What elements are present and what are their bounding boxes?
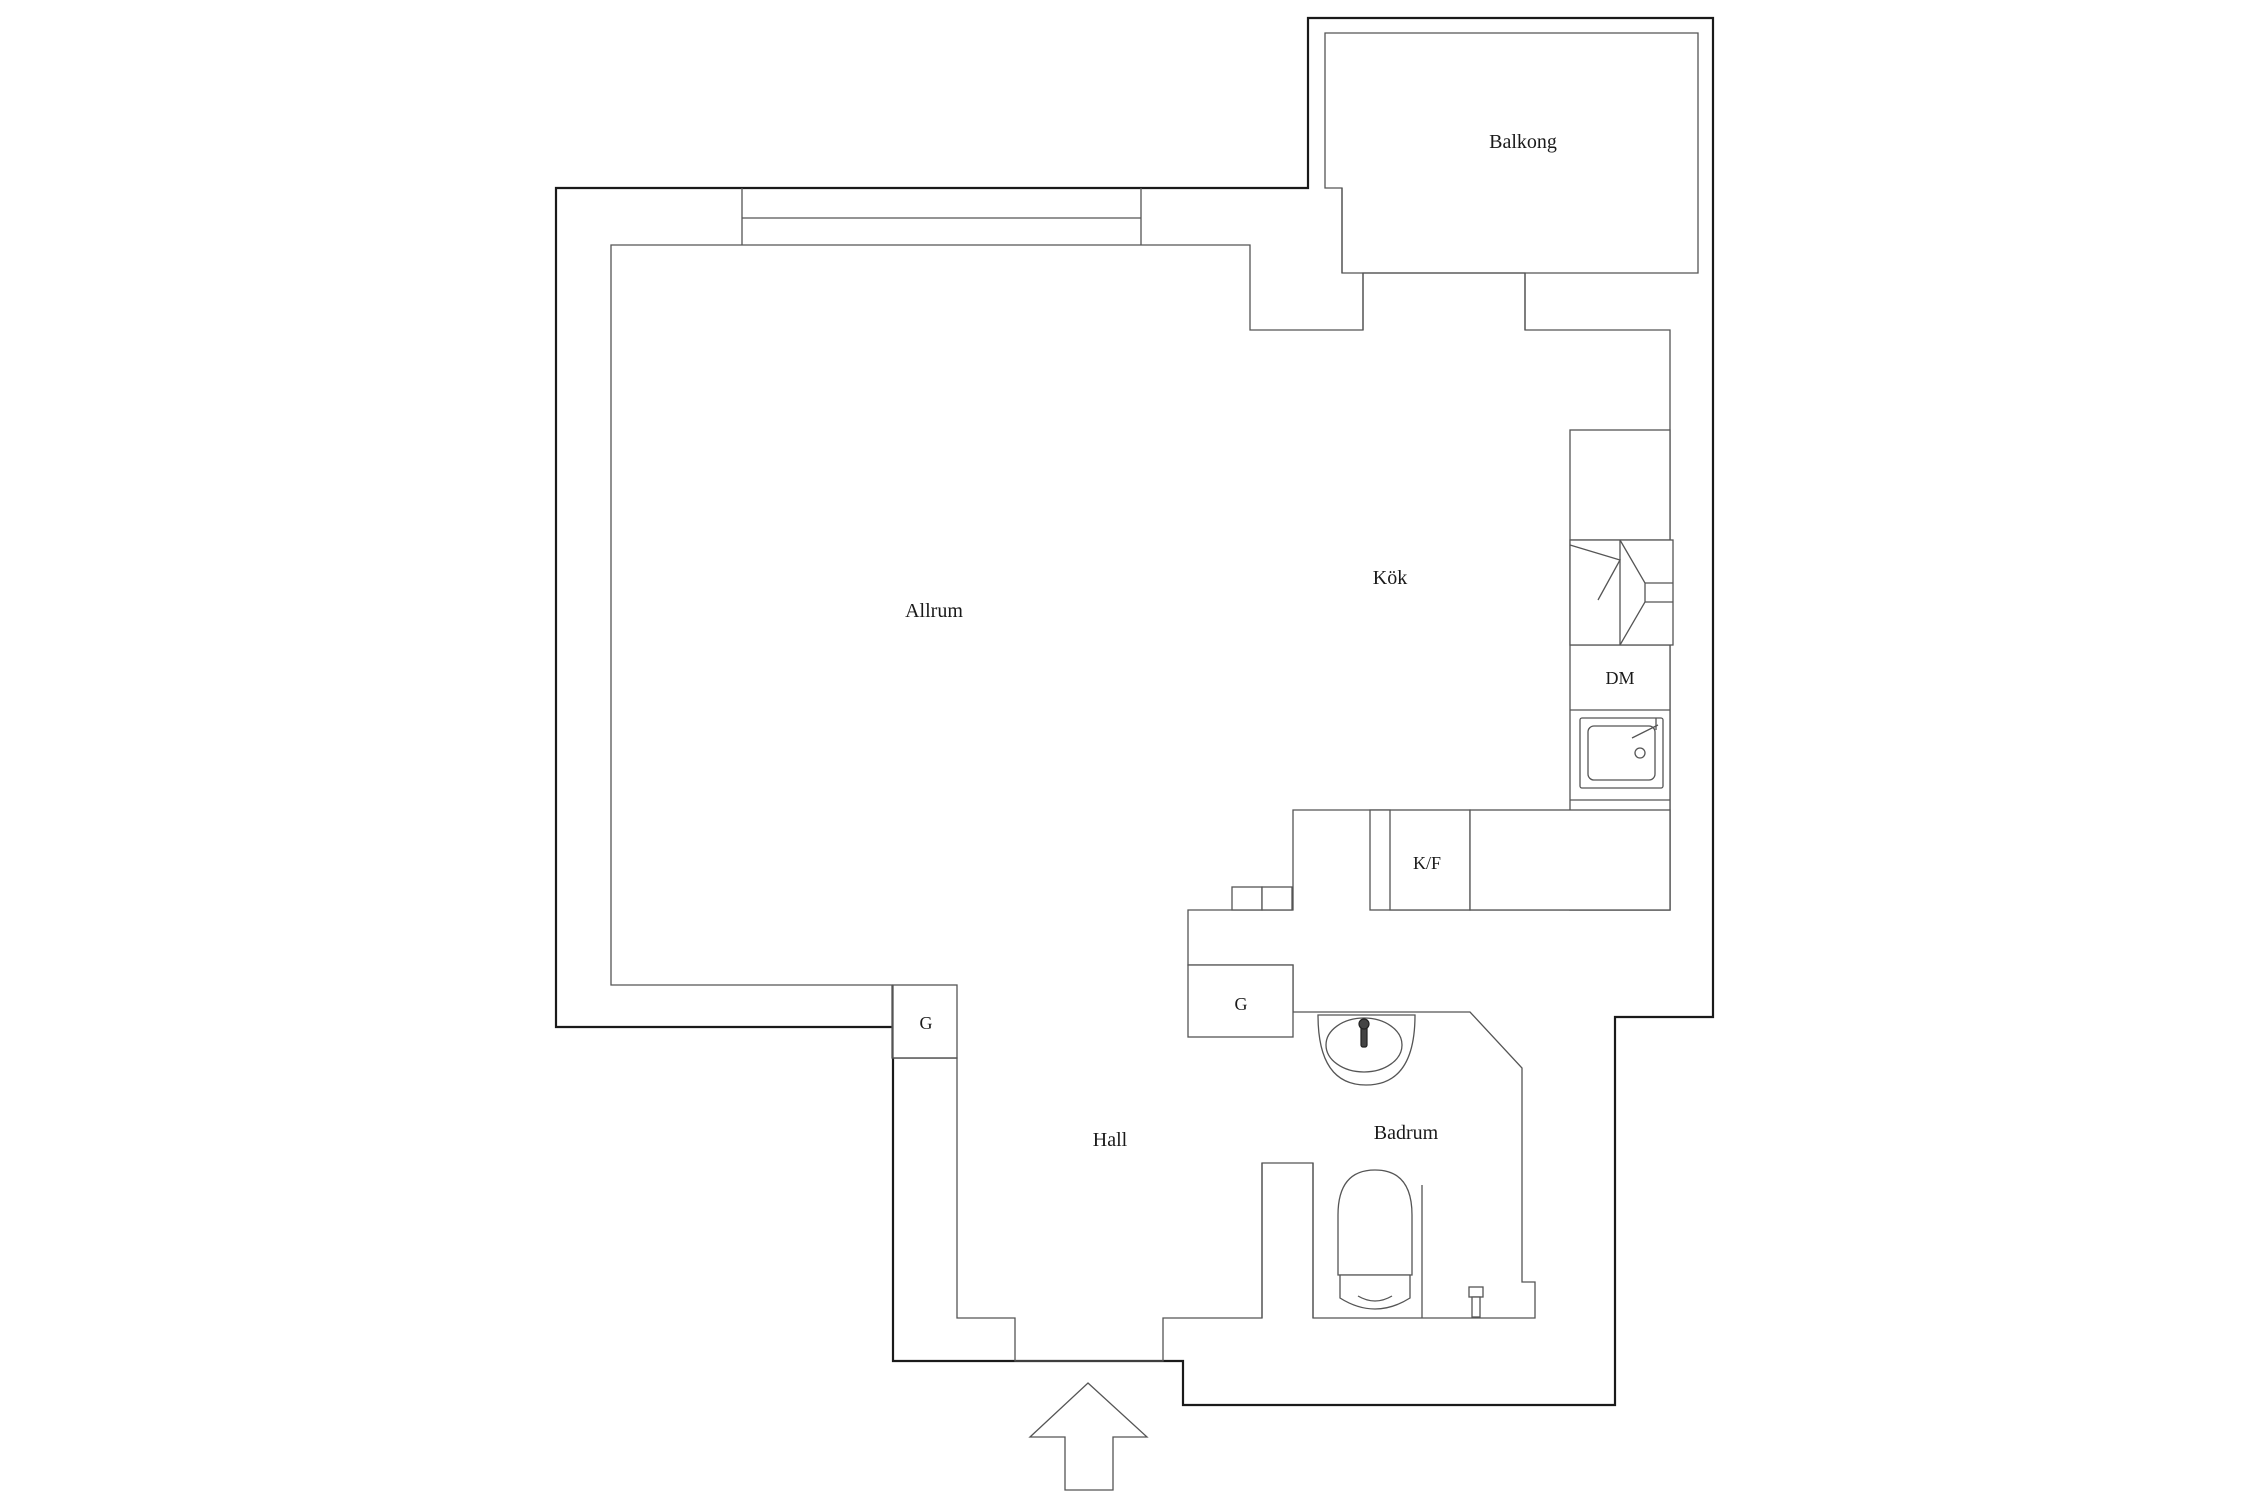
label-bathroom: Badrum (1374, 1122, 1439, 1144)
label-balcony: Balkong (1489, 131, 1557, 153)
hall-inner-walls (1261, 1163, 1314, 1318)
inner-wall-outline (610, 244, 1671, 1362)
label-fridge-freezer: K/F (1413, 853, 1441, 873)
wardrobe-bath-wall (1187, 964, 1294, 1038)
column-notch (1231, 886, 1293, 911)
outer-walls (554, 16, 1715, 1407)
label-hall: Hall (1093, 1129, 1128, 1151)
entrance-arrow-icon[interactable] (1028, 1382, 1149, 1491)
label-living-room: Allrum (905, 600, 963, 622)
wardrobe-hall (892, 984, 958, 1059)
balcony-door-jambs (1362, 273, 1526, 330)
balcony (1324, 32, 1699, 274)
label-wardrobe-hall: G (920, 1013, 933, 1033)
fridge-freezer (1369, 809, 1671, 911)
washbasin-icon (1317, 1014, 1416, 1086)
toilet-icon (1337, 1169, 1423, 1318)
label-wardrobe-bath-wall: G (1235, 994, 1248, 1014)
balcony-inner (1324, 32, 1699, 274)
floor-drain-icon (1468, 1286, 1484, 1318)
window-top (741, 188, 1142, 245)
outer-wall-outline (554, 16, 1715, 1407)
stove-icon (1569, 539, 1674, 646)
label-dishwasher: DM (1605, 668, 1634, 688)
kitchen-sink-icon (1579, 717, 1664, 789)
label-kitchen: Kök (1373, 567, 1407, 589)
